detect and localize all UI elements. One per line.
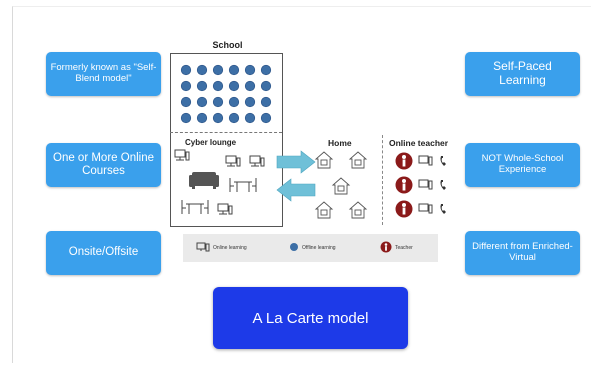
cyber-lounge-label: Cyber lounge xyxy=(185,138,237,147)
teacher-icon xyxy=(380,241,392,253)
computer-icon xyxy=(196,242,210,252)
teacher-row xyxy=(395,152,446,170)
formerly-known-box: Formerly known as "Self-Blend model" xyxy=(46,52,161,96)
onsite-offsite-box: Onsite/Offsite xyxy=(46,231,161,275)
cyber-lounge-furniture xyxy=(174,149,265,215)
online-teacher-rows xyxy=(395,152,446,218)
online-courses-text: One or More Online Courses xyxy=(53,151,154,177)
house-icon xyxy=(331,177,351,195)
teacher-row xyxy=(395,200,446,218)
home-label: Home xyxy=(328,138,352,148)
legend-teacher: Teacher xyxy=(395,245,413,251)
home-icons xyxy=(314,151,368,219)
house-icon xyxy=(314,201,334,219)
house-icon xyxy=(314,151,334,169)
model-title: A La Carte model xyxy=(252,309,369,327)
teacher-row xyxy=(395,176,446,194)
legend-offline-learning: Offline learning xyxy=(302,245,336,251)
student-dot-grid xyxy=(180,64,272,124)
slide-frame xyxy=(12,6,591,363)
not-whole-school-text: NOT Whole-School Experience xyxy=(481,153,564,175)
online-teacher-divider xyxy=(382,135,383,225)
exchange-arrows xyxy=(276,150,316,202)
not-whole-school-box: NOT Whole-School Experience xyxy=(465,143,580,187)
house-icon xyxy=(348,201,368,219)
onsite-offsite-text: Onsite/Offsite xyxy=(68,246,139,259)
school-divider xyxy=(170,132,282,133)
legend xyxy=(183,234,438,262)
student-dot-icon xyxy=(290,243,298,251)
model-title-box: A La Carte model xyxy=(213,287,408,349)
self-paced-text: Self-Paced Learning xyxy=(493,59,552,87)
arrow-to-school xyxy=(276,178,316,202)
different-from-text: Different from Enriched-Virtual xyxy=(472,241,573,263)
school-label: School xyxy=(212,40,243,50)
house-icon xyxy=(348,151,368,169)
legend-online-learning: Online learning xyxy=(213,245,247,251)
different-from-box: Different from Enriched-Virtual xyxy=(465,231,580,275)
online-teacher-label: Online teacher xyxy=(389,138,449,148)
formerly-known-text: Formerly known as "Self-Blend model" xyxy=(50,62,157,84)
arrow-to-home xyxy=(276,150,316,174)
online-courses-box: One or More Online Courses xyxy=(46,143,161,187)
self-paced-box: Self-Paced Learning xyxy=(465,52,580,96)
